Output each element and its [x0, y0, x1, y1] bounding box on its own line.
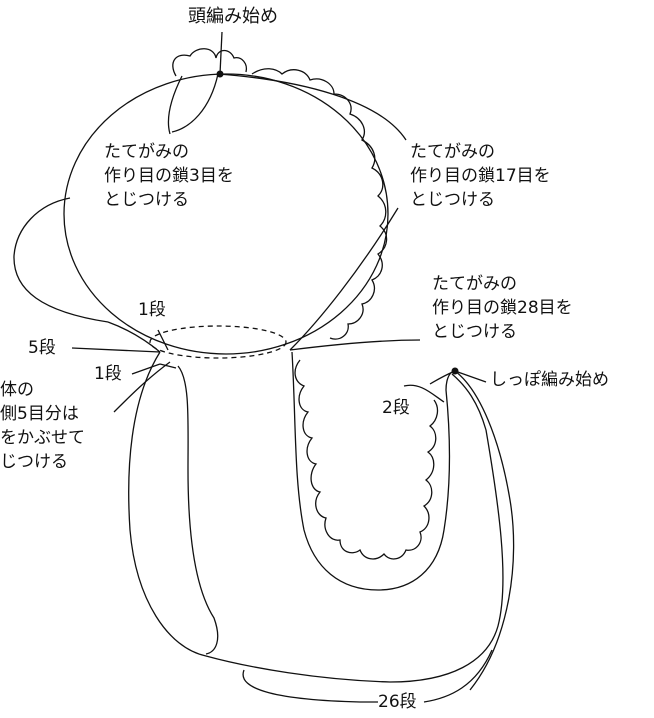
- body-outer-left: [128, 351, 504, 683]
- row5-label: 5段: [28, 338, 56, 358]
- mane-line-mid: [289, 207, 399, 351]
- body-note-label: 体の 側5目分は をかぶせて じつける: [0, 380, 85, 472]
- row1-upper-leader: [157, 329, 169, 351]
- ear-outline: [13, 197, 109, 323]
- row2-leader: [403, 370, 456, 403]
- head-outline: [63, 73, 389, 355]
- body-note-leader: [113, 361, 171, 413]
- mane-line-left: [171, 73, 219, 133]
- mane-left-label: たてがみの 作り目の鎖3目を とじつける: [104, 142, 234, 210]
- row5-leader: [71, 321, 161, 353]
- tail-start-label: しっぽ編み始め: [490, 370, 609, 390]
- neck-join-dashed: [149, 325, 287, 359]
- row2-label: 2段: [382, 398, 410, 418]
- row1-upper-label: 1段: [138, 300, 166, 320]
- mane-line-left2: [167, 75, 183, 135]
- head-start-leader: [219, 31, 223, 75]
- head-start-label: 頭編み始め: [188, 6, 278, 27]
- row1-lower-label: 1段: [94, 364, 122, 384]
- body-inner-right: [291, 351, 453, 591]
- mane-top-scallops: [172, 48, 248, 77]
- row26-label: 26段: [378, 692, 417, 712]
- mane-bottom-label: たてがみの 作り目の鎖28目を とじつける: [432, 274, 573, 342]
- mane-line-bottom: [289, 339, 421, 351]
- body-outline: [177, 365, 219, 655]
- mane-neck-scallops: [294, 359, 439, 560]
- row1-lower-leader: [131, 363, 177, 375]
- tail-start-leader: [454, 370, 487, 383]
- mane-line-right: [217, 73, 407, 141]
- row26-leader: [242, 370, 515, 703]
- mane-right-label: たてがみの 作り目の鎖17目を とじつける: [410, 142, 551, 210]
- mane-head-scallops: [251, 68, 388, 340]
